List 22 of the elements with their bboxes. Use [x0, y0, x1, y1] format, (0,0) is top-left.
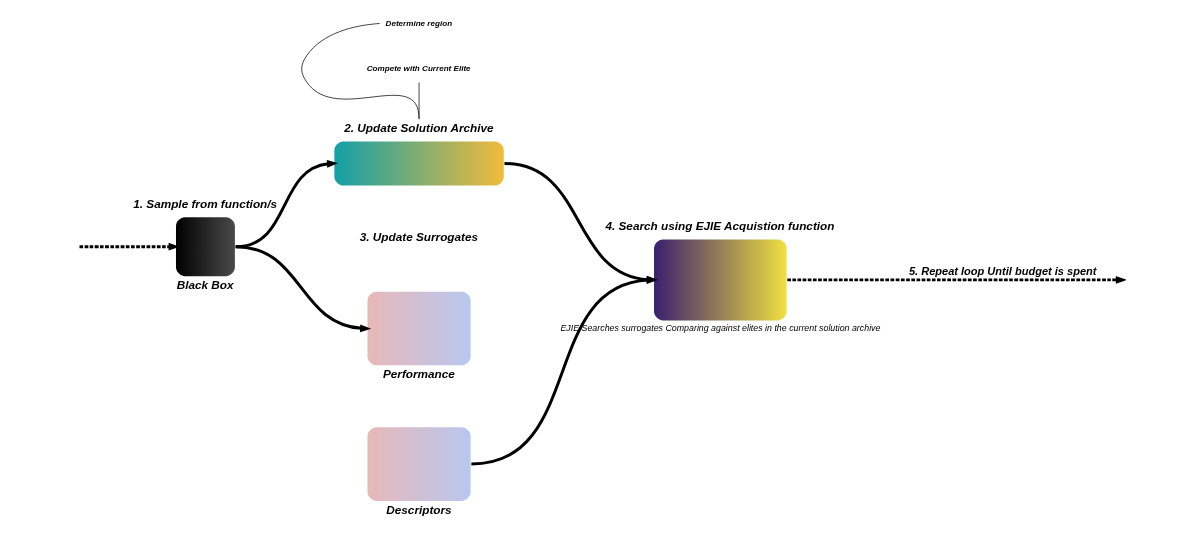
node-text: Determine region [385, 18, 452, 28]
connector [418, 82, 419, 120]
arrow [503, 162, 658, 284]
arrow [235, 245, 371, 333]
node-text: Compete with Current Elite [366, 63, 471, 73]
label: 3. Update Surrogates [359, 229, 478, 243]
arrow [470, 276, 658, 466]
node-label: 1. Sample from function/s [132, 197, 277, 211]
node-label: 2. Update Solution Archive [343, 121, 494, 135]
node-box [367, 427, 471, 501]
node-label: Performance [382, 367, 455, 381]
node-box [653, 239, 787, 321]
node-label: 4. Search using EJIE Acquistion function [604, 219, 834, 233]
node-label: EJIE Searches surrogates Comparing against elites in the current solution archive [559, 323, 880, 334]
node-label: Descriptors [385, 502, 452, 516]
edge-label: 5. Repeat loop Until budget is spent [908, 265, 1096, 278]
connector [300, 23, 419, 119]
arrow [786, 276, 1126, 284]
node-box [367, 291, 471, 366]
node-box-text [175, 217, 235, 277]
node-label: Black Box [176, 278, 234, 292]
node-box [333, 141, 504, 186]
